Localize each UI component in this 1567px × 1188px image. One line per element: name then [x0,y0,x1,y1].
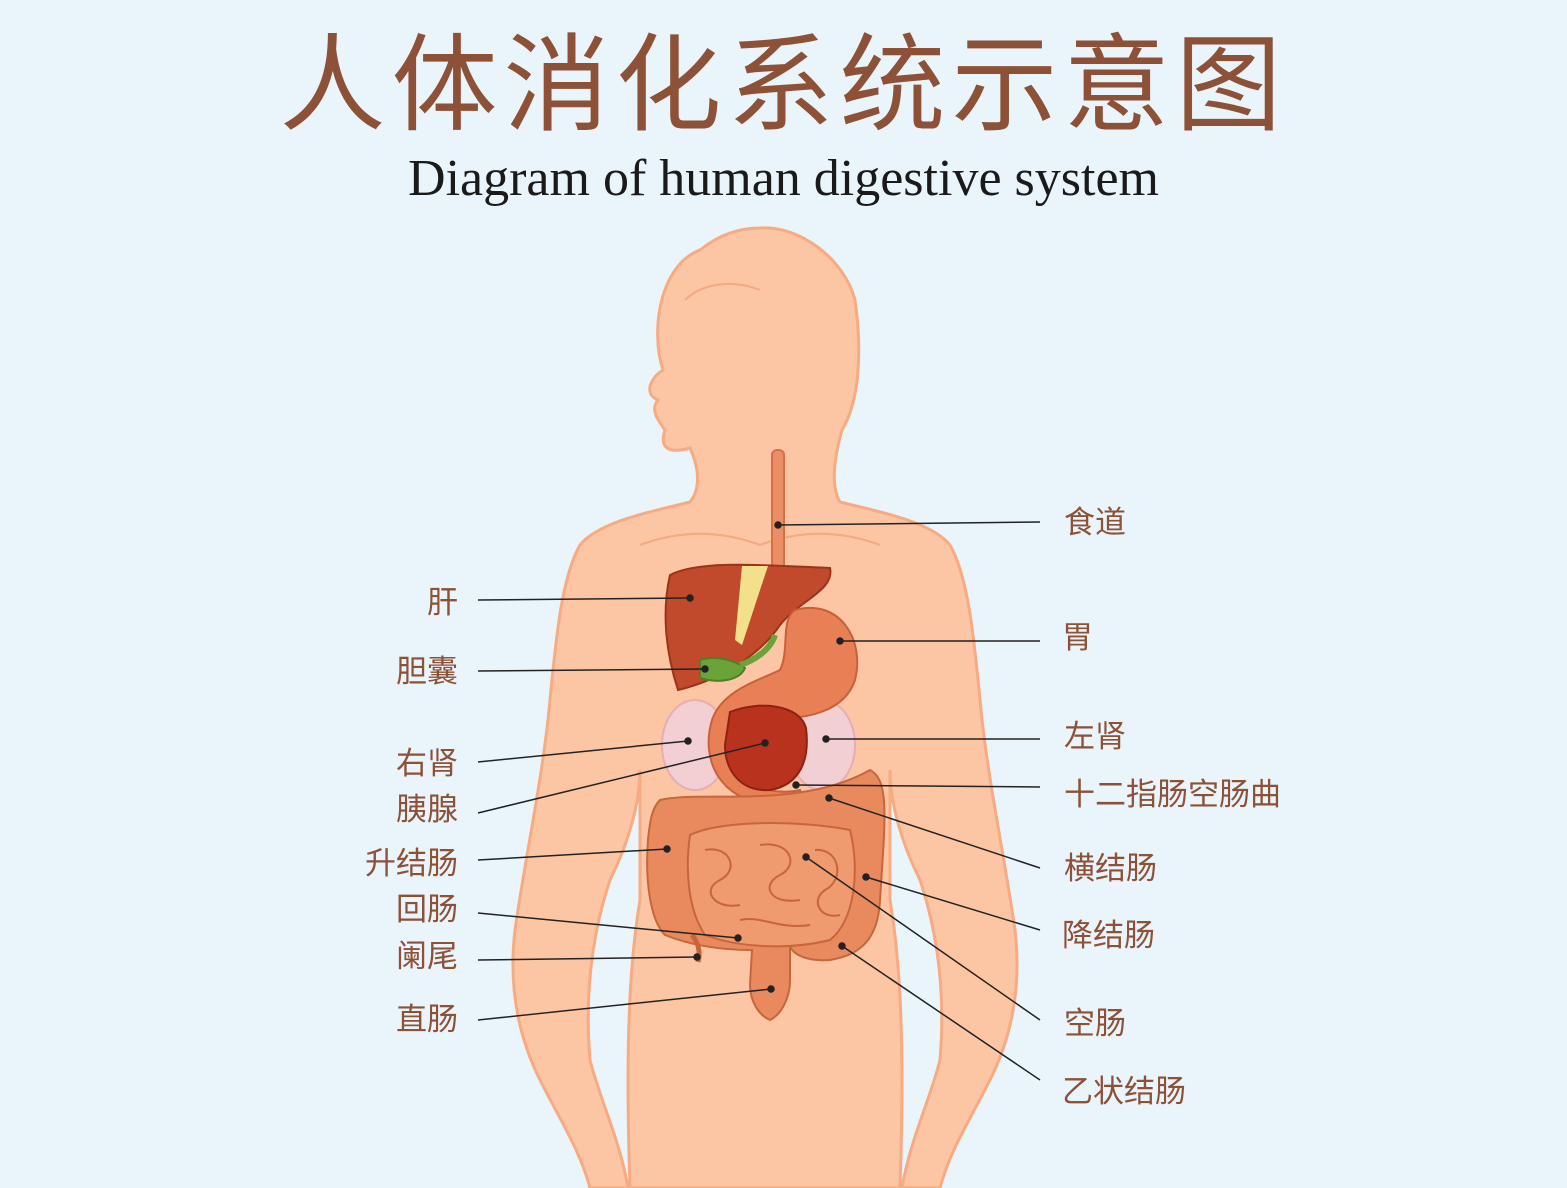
page-subtitle: Diagram of human digestive system [408,150,1159,207]
label-transverse-colon: 横结肠 [1064,851,1157,887]
label-duodenojejunal-flexure: 十二指肠空肠曲 [1064,777,1281,813]
label-esophagus: 食道 [1064,505,1126,541]
label-descending-colon: 降结肠 [1062,918,1155,954]
leader-descending-colon [865,876,1041,931]
label-ileum: 回肠 [396,892,458,928]
bile-duct [738,633,778,668]
dot-right-kidney [684,737,692,745]
label-pancreas: 胰腺 [396,792,458,828]
hair-line [684,283,761,301]
stomach-organ [707,607,859,808]
dot-sigmoid-colon [838,942,846,950]
label-liver: 肝 [427,585,458,621]
label-left-kidney: 左肾 [1064,719,1126,755]
pancreas-organ [723,704,808,792]
leader-rectum [477,988,772,1021]
dot-ascending-colon [663,845,671,853]
dot-stomach [836,637,844,645]
dot-gallbladder [701,665,709,673]
leader-transverse-colon [828,797,1041,869]
falciform-ligament [735,566,768,645]
intestine-coils [704,843,841,927]
dot-flexure [792,781,800,789]
label-rectum: 直肠 [396,1002,458,1038]
dot-esophagus [774,521,782,529]
small-intestine [686,822,856,948]
leader-right-kidney [477,740,689,763]
dot-rectum [767,985,775,993]
label-gallbladder: 胆囊 [396,654,458,690]
leader-pancreas [477,742,766,814]
leader-flexure [795,784,1041,788]
label-ascending-colon: 升结肠 [365,846,458,882]
leader-jejunum [805,856,1041,1021]
leader-sigmoid-colon [841,945,1041,1081]
label-stomach: 胃 [1062,620,1093,656]
dot-appendix [693,953,701,961]
label-appendix: 阑尾 [396,939,458,975]
leader-appendix [477,956,698,961]
leader-liver [477,597,691,601]
leader-gallbladder [477,668,706,672]
gallbladder-organ [699,657,747,682]
collarbone-line [639,532,881,547]
dot-liver [686,594,694,602]
label-sigmoid-colon: 乙状结肠 [1062,1074,1186,1110]
leader-lines [477,521,1041,1081]
dot-jejunum [802,853,810,861]
dot-ileum [734,934,742,942]
leader-ascending-colon [477,848,668,861]
label-right-kidney: 右肾 [396,746,458,782]
dot-left-kidney [822,735,830,743]
label-jejunum: 空肠 [1064,1006,1126,1042]
dot-transverse-colon [825,794,833,802]
leader-esophagus [777,521,1041,526]
leader-ileum [477,912,739,939]
dot-descending-colon [862,873,870,881]
dot-pancreas [761,739,769,747]
page-title: 人体消化系统示意图 [279,24,1288,147]
